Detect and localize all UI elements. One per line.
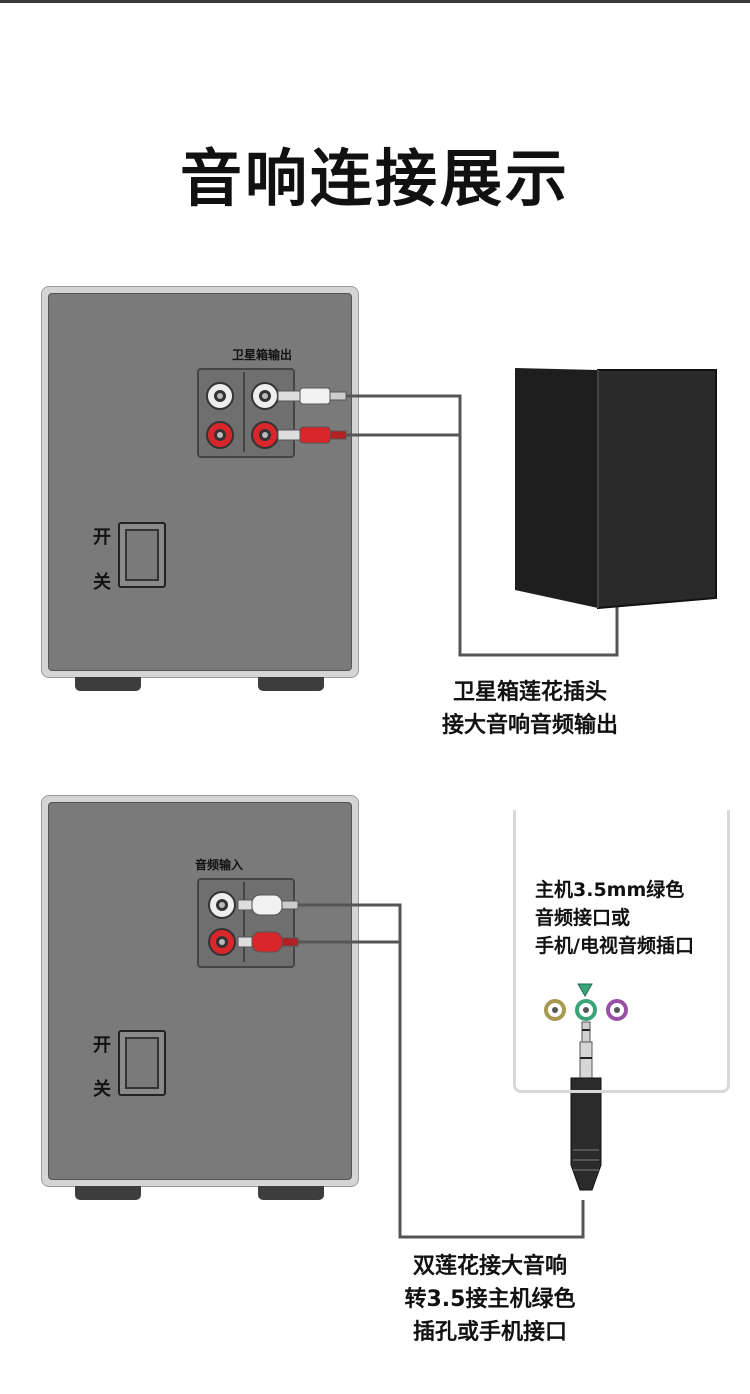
rca-jack-box: [197, 878, 295, 968]
caption-line: 接大音响音频输出: [441, 713, 618, 738]
switch-label-on: 开: [93, 527, 111, 548]
cable-diagram1: [346, 394, 619, 657]
rca-red-jack: [208, 928, 236, 956]
rca-red-jack: [251, 421, 279, 449]
switch-label-on: 开: [93, 1035, 111, 1056]
rca-white-plug: [277, 387, 347, 405]
pc-case-outline: [513, 810, 730, 1093]
switch-label-off: 关: [93, 572, 111, 593]
caption-line: 双莲花接大音响: [412, 1254, 567, 1279]
cable-diagram2: [298, 903, 585, 1239]
subwoofer-back-panel: [41, 286, 359, 678]
rca-red-plug: [277, 426, 347, 444]
pc-label-line: 主机3.5mm绿色: [535, 879, 685, 901]
subwoofer-foot-right: [258, 677, 324, 691]
switch-label-off: 关: [93, 1079, 111, 1100]
pc-port-label: 主机3.5mm绿色 音频接口或 手机/电视音频插口: [535, 876, 694, 960]
power-switch[interactable]: [118, 522, 166, 588]
jack-group-label: 音频输入: [195, 858, 244, 872]
power-switch[interactable]: [118, 1030, 166, 1096]
caption-line: 转3.5接主机绿色: [404, 1287, 576, 1312]
rca-red-jack: [206, 421, 234, 449]
rca-white-jack: [208, 891, 236, 919]
subwoofer-foot-right: [258, 1186, 324, 1200]
page-title: 音响连接展示: [179, 142, 570, 215]
rca-red-plug: [237, 931, 299, 953]
caption-diagram1: 卫星箱莲花插头 接大音响音频输出: [410, 676, 650, 742]
pc-label-line: 手机/电视音频插口: [535, 935, 694, 957]
rca-white-jack: [206, 382, 234, 410]
subwoofer-foot-left: [75, 1186, 141, 1200]
rca-white-plug: [237, 894, 299, 916]
caption-diagram2: 双莲花接大音响 转3.5接主机绿色 插孔或手机接口: [370, 1250, 610, 1349]
plug-3-5mm: [570, 1021, 602, 1191]
subwoofer-foot-left: [75, 677, 141, 691]
pc-audio-ports: [544, 983, 628, 1021]
subwoofer-back-panel: [41, 795, 359, 1187]
rca-white-jack: [251, 382, 279, 410]
caption-line: 卫星箱莲花插头: [452, 680, 607, 705]
caption-line: 插孔或手机接口: [412, 1320, 567, 1345]
jack-group-label: 卫星箱输出: [232, 348, 293, 362]
top-border: [0, 0, 750, 3]
pc-label-line: 音频接口或: [535, 907, 631, 929]
satellite-speaker: [515, 368, 717, 610]
